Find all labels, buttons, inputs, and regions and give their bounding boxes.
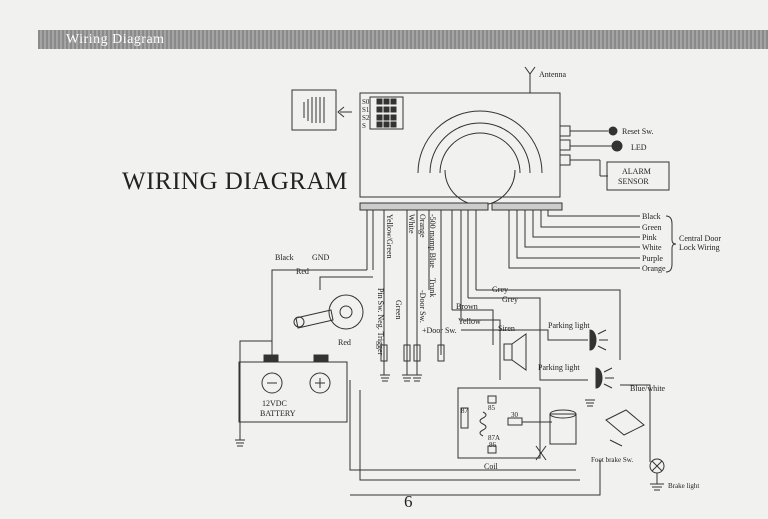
foot-brake-switch-icon [605,409,645,447]
label-relay-87a: 87A [488,434,500,442]
label-door-sw-pos: +Door Sw. [422,326,457,335]
label-green: Green [394,300,403,320]
label-cd-orange: Orange [642,264,666,273]
control-unit [359,92,561,198]
label-red-1: Red [296,267,309,276]
label-blue-500: -500 mamp Blue [428,214,437,268]
label-cd-green: Green [642,223,662,232]
label-siren: Siren [498,324,515,333]
label-central-door-1: Central Door [679,234,721,243]
label-alarm-sensor-1: ALARM [622,167,651,176]
signal-waves-icon [417,110,543,206]
relay-box [457,387,541,459]
antenna-icon [524,66,536,93]
label-reset-sw: Reset Sw. [622,127,653,136]
label-cd-purple: Purple [642,254,663,263]
label-parking-light-1: Parking light [548,321,590,330]
label-alarm-sensor-2: SENSOR [618,177,649,186]
label-brown: Brown [456,302,478,311]
label-pin-sw: Pin Sw. Neg. Trigger [376,288,385,356]
label-s2: S2 [362,114,370,122]
label-blue-white: Blue/white [630,384,666,393]
label-brake-light: Brake light [668,482,699,490]
label-relay-86: 86 [489,441,497,449]
battery-box [238,361,348,423]
header-title: Wiring Diagram [66,32,165,47]
label-relay-85: 85 [488,404,496,412]
alarm-sensor-box [606,161,670,191]
label-parking-light-2: Parking light [538,363,580,372]
label-black-gnd: Black [275,253,294,262]
label-cd-black: Black [642,212,661,221]
label-trunk: Trunk [428,278,437,297]
label-gnd: GND [312,253,330,262]
header-bar [38,30,768,49]
parking-light-icon [589,329,614,389]
label-battery-2: BATTERY [260,409,296,418]
label-orange: Orange [418,214,427,238]
label-central-door-2: Lock Wiring [679,243,720,252]
label-s3: S [362,122,366,130]
ground-icon [235,374,595,447]
label-s0: S0 [362,98,370,106]
label-coil: Coil [484,462,499,471]
page-number: 6 [404,492,413,511]
remote-transmitter-icon [291,89,352,131]
label-white: White [407,214,416,234]
label-antenna: Antenna [539,70,567,79]
label-battery-1: 12VDC [262,399,287,408]
label-s1: S1 [362,106,370,114]
label-red-2: Red [338,338,351,347]
label-cd-white: White [642,243,662,252]
label-cd-pink: Pink [642,233,657,242]
starter-motor-icon [549,409,577,445]
brake-light-icon [649,458,665,491]
label-relay-30: 30 [511,411,519,419]
ignition-key-icon [293,294,364,330]
page-title: WIRING DIAGRAM [122,168,348,195]
siren-icon [503,333,527,371]
label-yellow: Yellow [458,317,481,326]
label-door-sw-neg: -Door Sw. [418,290,427,323]
label-grey-2: Grey [502,295,518,304]
reset-switch-icon [608,126,618,136]
label-led: LED [631,143,647,152]
label-relay-87: 87 [461,407,469,415]
dip-switch-block [369,96,404,130]
label-yellow-green: Yellow/Green [385,214,394,259]
label-foot-brake: Foot brake Sw. [591,456,633,464]
label-grey-1: Grey [492,285,508,294]
led-icon [611,140,623,152]
